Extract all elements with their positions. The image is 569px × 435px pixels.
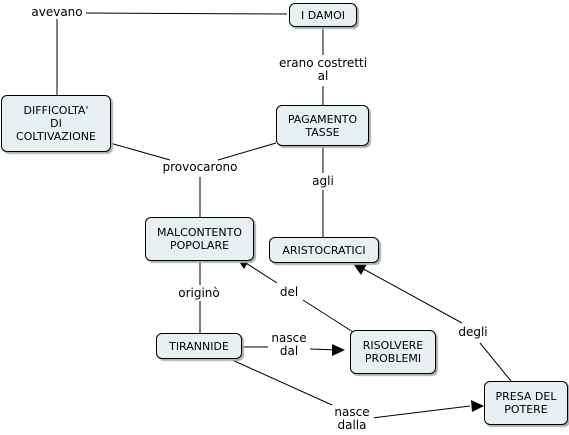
link-label-nasce-dal: nasce dal bbox=[268, 332, 310, 358]
link-label-degli: degli bbox=[455, 326, 491, 339]
line-damoi-avevano bbox=[85, 12, 288, 15]
line-nascedalla-presa bbox=[371, 405, 471, 419]
node-presa-del-potere[interactable]: PRESA DEL POTERE bbox=[484, 381, 568, 425]
node-difficolta-di-coltivazione[interactable]: DIFFICOLTA' DI COLTIVAZIONE bbox=[1, 95, 111, 152]
line-risolvere-del bbox=[302, 299, 354, 333]
node-tirannide[interactable]: TIRANNIDE bbox=[156, 333, 242, 359]
node-i-damoi[interactable]: I DAMOI bbox=[289, 3, 357, 27]
line-tirannide-nascedalla bbox=[229, 358, 333, 406]
line-difficolta-provocarono bbox=[109, 142, 171, 161]
node-pagamento-tasse[interactable]: PAGAMENTO TASSE bbox=[276, 105, 369, 146]
link-label-avevano: avevano bbox=[28, 6, 86, 19]
link-label-agli: agli bbox=[309, 175, 337, 188]
arrowhead-nascedalla bbox=[471, 400, 484, 412]
link-label-nasce-dalla: nasce dalla bbox=[330, 406, 374, 432]
line-pagamento-provocarono bbox=[217, 142, 277, 161]
line-presa-degli bbox=[479, 342, 512, 382]
arrowhead-nascedal bbox=[332, 344, 345, 356]
link-label-del: del bbox=[277, 286, 301, 299]
link-label-origino: originò bbox=[175, 287, 223, 300]
node-aristocratici[interactable]: ARISTOCRATICI bbox=[269, 237, 379, 263]
link-label-erano-costretti-al: erano costretti al bbox=[272, 57, 374, 83]
link-label-provocarono: provocarono bbox=[157, 161, 243, 174]
node-risolvere-problemi[interactable]: RISOLVERE PROBLEMI bbox=[350, 330, 436, 374]
node-malcontento-popolare[interactable]: MALCONTENTO POPOLARE bbox=[145, 217, 254, 261]
arrowhead-degli bbox=[352, 262, 367, 275]
line-degli-aristocratici bbox=[357, 265, 463, 324]
